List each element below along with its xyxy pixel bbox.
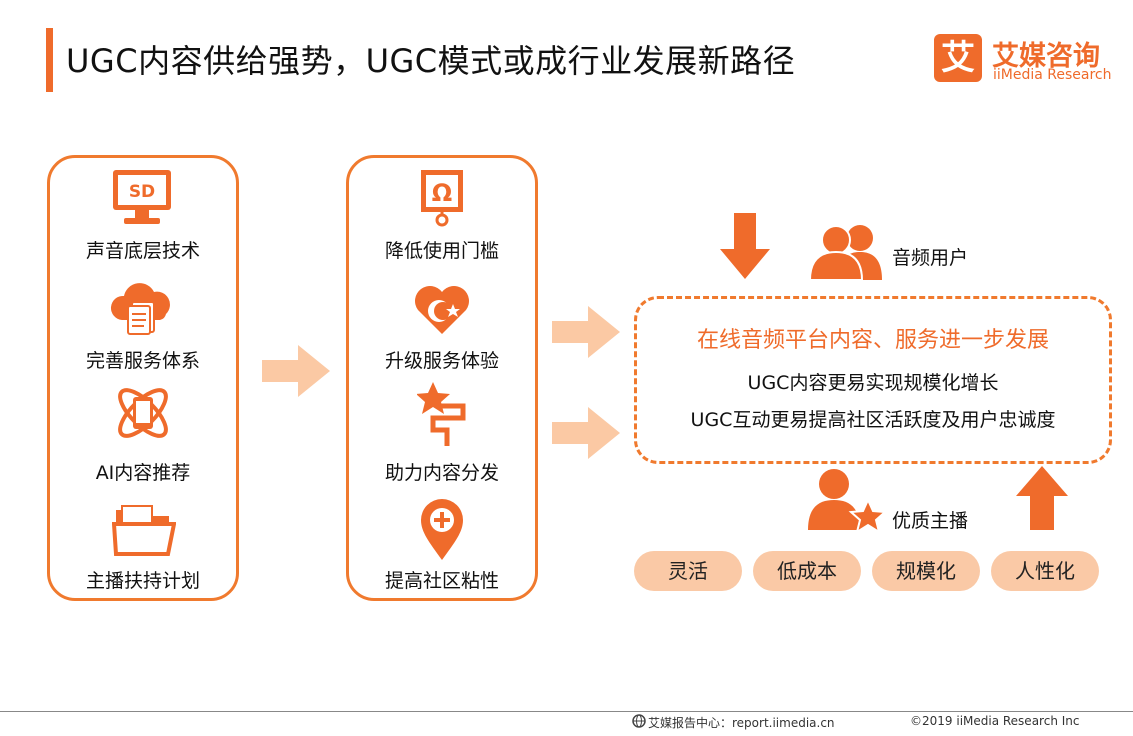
atom-phone-icon <box>118 388 168 438</box>
logo-english: iiMedia Research <box>993 67 1112 83</box>
logo-mark: 艾 <box>934 34 982 82</box>
footer-copyright: ©2019 iiMedia Research Inc <box>910 714 1080 728</box>
globe-icon <box>632 714 646 728</box>
arrow-right-icon <box>262 345 330 397</box>
folder-icon <box>112 505 176 556</box>
left-item-label-1: 声音底层技术 <box>85 240 200 262</box>
benefits-panel: Ω 降低使用门槛 升级服务体验 助力内容分发 提高社区粘性 <box>346 155 538 601</box>
location-plus-icon <box>421 499 463 560</box>
title-accent-bar <box>46 28 53 92</box>
result-line-2: UGC互动更易提高社区活跃度及用户忠诚度 <box>690 409 1056 431</box>
heart-crescent-icon <box>415 286 469 334</box>
left-item-label-3: AI内容推荐 <box>95 462 191 484</box>
host-star-icon <box>808 469 886 532</box>
quality-hosts-label: 优质主播 <box>892 510 969 532</box>
mid-item-label-3: 助力内容分发 <box>384 462 499 484</box>
mid-item-label-2: 升级服务体验 <box>384 350 499 372</box>
result-line-1: UGC内容更易实现规模化增长 <box>747 372 999 394</box>
result-title: 在线音频平台内容、服务进一步发展 <box>696 328 1049 353</box>
logo-mark-char: 艾 <box>941 38 975 78</box>
logo-chinese: 艾媒咨询 <box>992 41 1100 72</box>
mid-item-label-1: 降低使用门槛 <box>384 240 499 262</box>
svg-text:SD: SD <box>129 182 155 202</box>
omega-pin-icon: Ω <box>421 170 463 227</box>
result-box <box>634 296 1112 464</box>
footer-source: 艾媒报告中心：report.iimedia.cn <box>648 716 835 730</box>
arrow-up-icon <box>1016 466 1068 530</box>
arrow-down-icon <box>720 213 770 279</box>
pill-scale: 规模化 <box>872 551 980 591</box>
mid-item-label-4: 提高社区粘性 <box>384 570 499 592</box>
monitor-sd-icon: SD <box>113 170 171 224</box>
pill-personalized: 人性化 <box>991 551 1099 591</box>
users-icon <box>808 225 882 280</box>
left-item-label-4: 主播扶持计划 <box>85 570 200 592</box>
left-item-label-2: 完善服务体系 <box>85 350 200 372</box>
pill-low-cost: 低成本 <box>753 551 861 591</box>
cloud-docs-icon <box>110 283 170 335</box>
page-title: UGC内容供给强势，UGC模式或成行业发展新路径 <box>66 42 796 80</box>
capabilities-panel: SD 声音底层技术 完善服务体系 AI内容推荐 主播扶持计划 <box>47 155 239 601</box>
svg-text:Ω: Ω <box>432 179 452 207</box>
arrow-right-icon <box>552 407 620 459</box>
star-path-icon <box>417 382 466 446</box>
audio-users-label: 音频用户 <box>892 247 969 269</box>
arrow-right-icon <box>552 306 620 358</box>
pill-flexible: 灵活 <box>634 551 742 591</box>
footer-divider <box>0 711 1133 712</box>
